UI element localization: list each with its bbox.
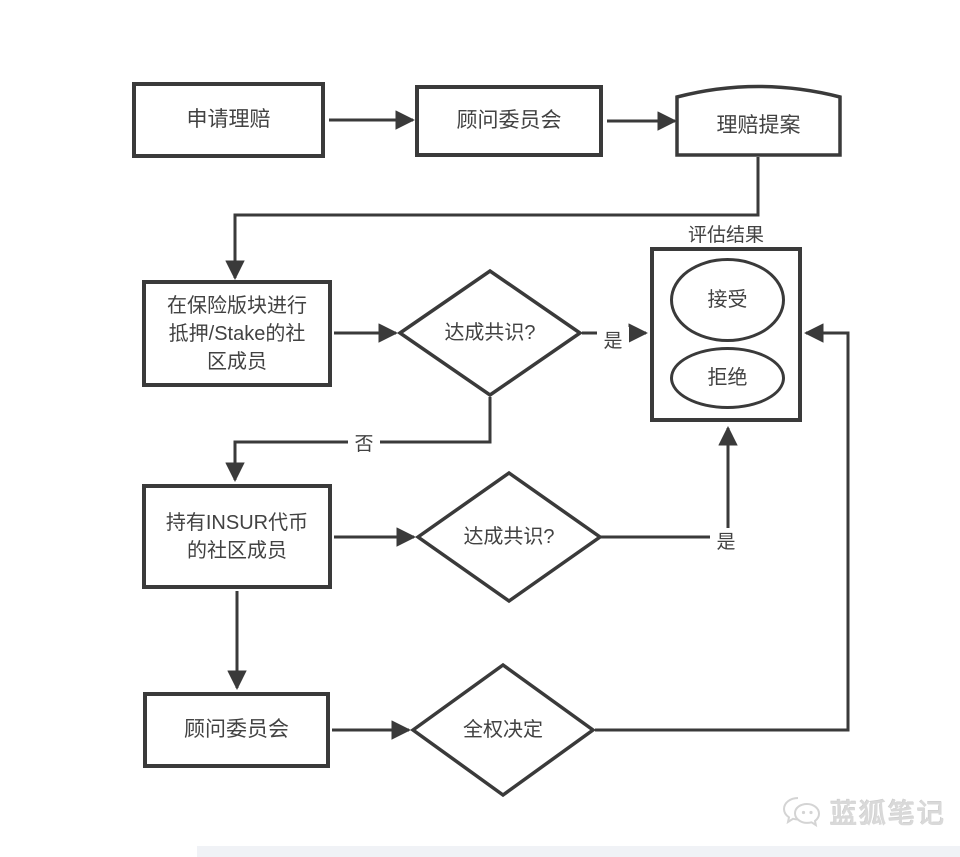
node-advisory-committee-top: 顾问委员会 <box>415 85 603 157</box>
node-accept: 接受 <box>670 258 785 342</box>
edge-full-decision-to-evaluation <box>595 323 850 732</box>
consensus1-diamond <box>396 268 584 398</box>
full-decision-diamond <box>410 662 596 798</box>
edge-label-yes-1: 是 <box>597 327 629 352</box>
watermark: 蓝狐笔记 <box>780 792 946 831</box>
footer-bar <box>197 846 960 857</box>
proposal-card-shape <box>675 84 842 157</box>
node-advisory-committee-bottom: 顾问委员会 <box>143 692 330 768</box>
node-claim-proposal-label: 理赔提案 <box>716 114 801 138</box>
node-full-decision-label: 全权决定 <box>463 719 543 741</box>
edge-proposal-to-staked-members <box>225 157 760 280</box>
watermark-text: 蓝狐笔记 <box>830 799 946 829</box>
edge-label-no-1: 否 <box>348 430 380 455</box>
edge-consensus2-yes-to-evaluation <box>600 426 738 539</box>
evaluation-result-title: 评估结果 <box>687 224 764 246</box>
node-apply-claim: 申请理赔 <box>132 82 325 158</box>
node-reject: 拒绝 <box>670 347 785 409</box>
node-consensus1-label: 达成共识? <box>444 322 536 344</box>
node-token-holders: 持有INSUR代币的社区成员 <box>142 484 332 589</box>
wechat-bubbles-icon <box>780 794 824 830</box>
edge-label-yes-2: 是 <box>710 528 742 553</box>
node-staked-members: 在保险版块进行抵押/Stake的社区成员 <box>142 280 332 387</box>
node-consensus2-label: 达成共识? <box>463 526 555 548</box>
